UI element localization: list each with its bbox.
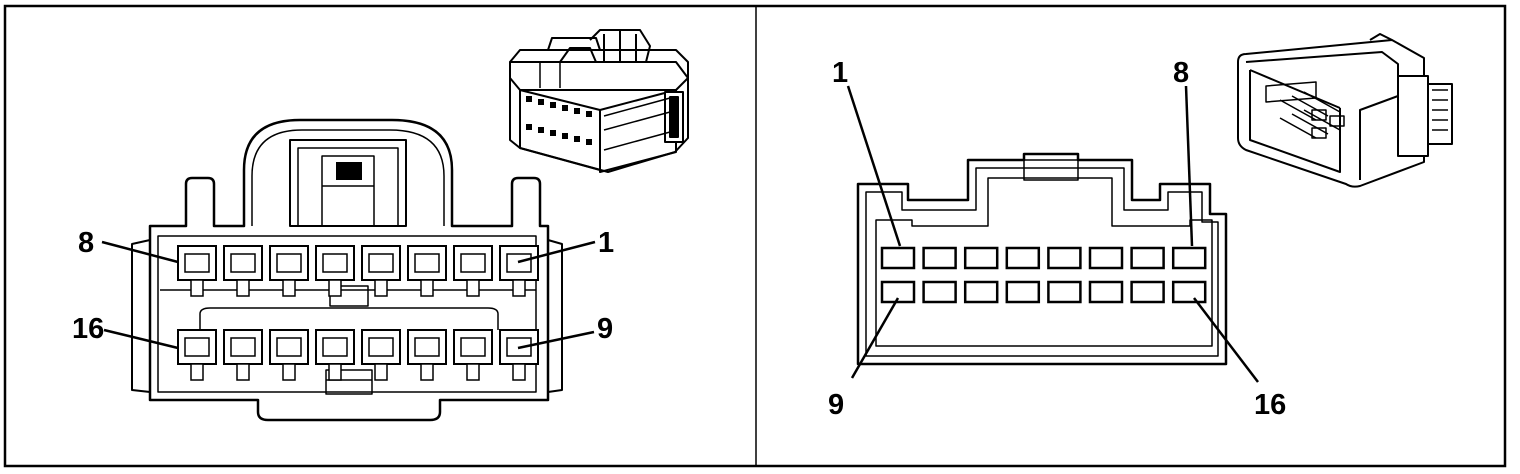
pin-slot [880, 280, 916, 304]
female-label-pin-9: 9 [597, 313, 613, 345]
male-label-pin-8: 8 [1173, 57, 1189, 89]
pin-slot [1130, 280, 1165, 304]
male-connector-panel: 1 8 9 16 [828, 33, 1453, 421]
terminal-cavity [407, 245, 447, 297]
pin-slot [1047, 246, 1082, 270]
leader-pin-8 [101, 240, 179, 264]
leader-pin-16 [1193, 297, 1259, 383]
pin-slot [1171, 246, 1207, 270]
terminal-cavity [407, 329, 447, 381]
male-pin-leaders [846, 85, 1259, 383]
female-connector-body [131, 118, 563, 422]
terminal-cavity [453, 245, 493, 297]
female-pin-leaders [101, 240, 596, 350]
pin-slot [880, 246, 916, 270]
male-label-pin-1: 1 [832, 57, 848, 89]
terminal-cavity [177, 245, 217, 297]
female-label-pin-1: 1 [598, 227, 614, 259]
leader-pin-16 [103, 328, 179, 350]
leader-pin-9 [517, 330, 595, 350]
terminal-cavity [269, 245, 309, 297]
leader-pin-9 [850, 297, 900, 379]
female-terminal-cavities [177, 245, 539, 381]
terminal-cavity [499, 245, 539, 297]
pin-slot [1130, 246, 1165, 270]
terminal-cavity [499, 329, 539, 381]
terminal-cavity [361, 329, 401, 381]
male-pin-slots [880, 246, 1207, 304]
female-connector-3d-view [509, 29, 689, 173]
female-label-pin-8: 8 [78, 227, 94, 259]
terminal-cavity [315, 245, 355, 297]
pin-slot [1047, 280, 1082, 304]
diagram-frame [3, 4, 1507, 468]
terminal-cavity [223, 329, 263, 381]
terminal-cavity [177, 329, 217, 381]
male-label-pin-9: 9 [828, 389, 844, 421]
male-connector-3d-view [1237, 33, 1453, 188]
pin-slot [1005, 280, 1041, 304]
terminal-cavity [223, 245, 263, 297]
pin-slot [922, 280, 957, 304]
terminal-cavity [269, 329, 309, 381]
pin-slot [963, 246, 999, 270]
male-label-pin-16: 16 [1254, 389, 1286, 421]
female-connector-panel: 8 1 16 9 [72, 29, 689, 422]
female-label-pin-16: 16 [72, 313, 104, 345]
pin-slot [1088, 246, 1124, 270]
pin-slot [1171, 280, 1207, 304]
leader-pin-1 [846, 85, 902, 247]
terminal-cavity [453, 329, 493, 381]
male-connector-body [856, 152, 1228, 366]
pin-slot [1088, 280, 1124, 304]
terminal-cavity [361, 245, 401, 297]
leader-pin-1 [517, 240, 596, 264]
pin-slot [1005, 246, 1041, 270]
pin-slot [922, 246, 957, 270]
pin-slot [963, 280, 999, 304]
terminal-cavity [315, 329, 355, 381]
leader-pin-8 [1184, 85, 1194, 247]
